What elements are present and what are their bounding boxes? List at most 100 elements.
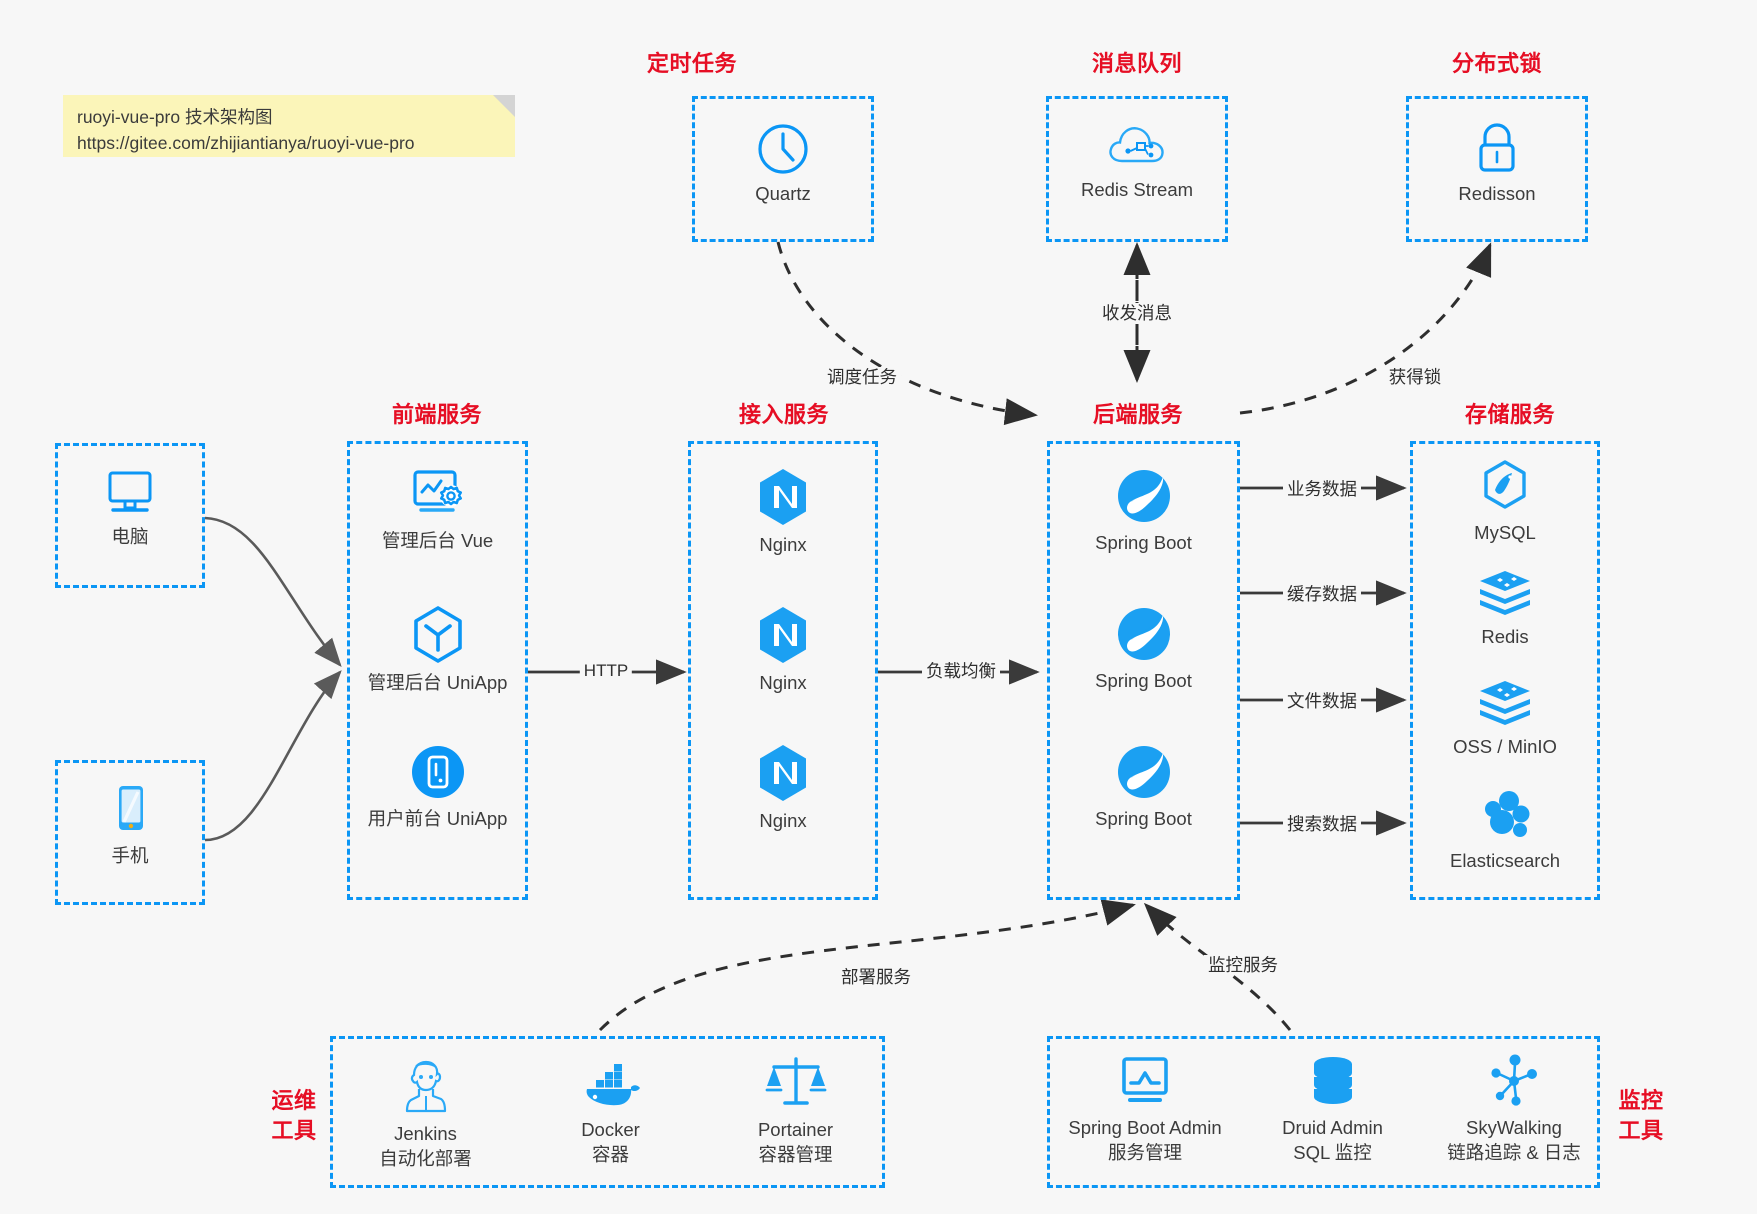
cloud-stream-icon (1109, 127, 1164, 163)
node-portainer[interactable]: Portainer 容器管理 (703, 1053, 888, 1167)
spring-boot-icon (1117, 470, 1170, 522)
node-redis[interactable]: Redis (1413, 568, 1597, 649)
node-label: Redis Stream (1080, 179, 1194, 200)
group-box-storage[interactable]: MySQL Redis OSS / MinIO (1410, 441, 1600, 900)
node-spring-boot-1[interactable]: Spring Boot (1050, 466, 1237, 555)
group-title-monitoring-line1: 监控 (1618, 1088, 1664, 1113)
node-mysql[interactable]: MySQL (1413, 458, 1597, 545)
node-user-uniapp[interactable]: 用户前台 UniApp (350, 742, 525, 831)
edge-label-load-balance: 负载均衡 (922, 661, 1000, 681)
node-label: Nginx (759, 810, 807, 831)
edge-label-monitor-service: 监控服务 (1204, 955, 1282, 975)
nginx-icon (760, 469, 806, 525)
node-redis-stream[interactable]: Redis Stream (1049, 121, 1225, 202)
group-box-devops[interactable]: Jenkins 自动化部署 Docker 容器 (330, 1036, 885, 1188)
monitor-chart-icon (1122, 1057, 1168, 1102)
edge-label-acquire-lock: 获得锁 (1384, 367, 1446, 387)
group-title-devops: 运维 工具 (264, 1086, 324, 1146)
scales-icon (765, 1057, 826, 1105)
node-nginx-2[interactable]: Nginx (691, 604, 875, 695)
node-quartz[interactable]: Quartz (695, 121, 871, 206)
group-box-distributed-lock[interactable]: Redisson (1406, 96, 1588, 242)
group-box-client-mobile[interactable]: 手机 (55, 760, 205, 905)
node-label: Spring Boot (1095, 808, 1192, 829)
node-label: Druid Admin (1282, 1117, 1383, 1138)
node-mobile-phone[interactable]: 手机 (58, 781, 202, 868)
node-jenkins[interactable]: Jenkins 自动化部署 (333, 1055, 518, 1171)
elasticsearch-icon (1485, 791, 1530, 837)
node-desktop[interactable]: 电脑 (58, 464, 202, 549)
group-box-scheduler[interactable]: Quartz (692, 96, 874, 242)
node-label: OSS / MinIO (1453, 736, 1557, 757)
node-docker[interactable]: Docker 容器 (518, 1061, 703, 1167)
jenkins-icon (405, 1060, 446, 1113)
dashboard-gear-icon (412, 470, 462, 512)
edge-label-search-data: 搜索数据 (1283, 814, 1361, 834)
spring-boot-icon (1117, 608, 1170, 660)
node-druid-admin[interactable]: Druid Admin SQL 监控 (1240, 1053, 1425, 1165)
spring-boot-icon (1117, 746, 1170, 798)
group-box-monitoring[interactable]: Spring Boot Admin 服务管理 Druid Admin SQL 监… (1047, 1036, 1600, 1188)
node-label: Elasticsearch (1449, 850, 1560, 871)
node-label: 用户前台 UniApp (367, 808, 508, 829)
node-sublabel: 容器管理 (758, 1144, 833, 1165)
group-title-storage: 存储服务 (1464, 402, 1555, 427)
group-box-frontend[interactable]: 管理后台 Vue 管理后台 UniApp 用户前台 UniApp (347, 441, 528, 900)
node-label: Spring Boot Admin (1068, 1117, 1222, 1138)
node-label: Spring Boot (1095, 532, 1192, 553)
node-label: Nginx (759, 672, 807, 693)
node-sublabel: 链路追踪 & 日志 (1447, 1142, 1581, 1163)
node-admin-uniapp[interactable]: 管理后台 UniApp (350, 604, 525, 695)
node-elasticsearch[interactable]: Elasticsearch (1413, 788, 1597, 873)
group-title-devops-line1: 运维 (271, 1088, 317, 1113)
edge-label-send-receive-message: 收发消息 (1098, 303, 1176, 323)
group-box-message-queue[interactable]: Redis Stream (1046, 96, 1228, 242)
edge-label-business-data: 业务数据 (1283, 479, 1361, 499)
node-label: Portainer (757, 1119, 834, 1140)
node-label: Docker (581, 1119, 640, 1140)
group-title-gateway: 接入服务 (738, 402, 829, 427)
redis-icon (1480, 571, 1530, 615)
mobile-circle-icon (411, 746, 464, 798)
group-box-gateway[interactable]: Nginx Nginx Nginx (688, 441, 878, 900)
group-box-backend[interactable]: Spring Boot Spring Boot Spring Boot (1047, 441, 1240, 900)
phone-icon (119, 786, 143, 830)
node-label: 电脑 (111, 526, 149, 547)
node-label: Nginx (759, 534, 807, 555)
group-title-message-queue: 消息队列 (1091, 51, 1182, 76)
node-sublabel: SQL 监控 (1293, 1142, 1372, 1163)
desktop-icon (108, 471, 152, 512)
group-title-monitoring-line2: 工具 (1618, 1118, 1664, 1143)
node-sublabel: 容器 (591, 1144, 629, 1165)
node-label: MySQL (1474, 522, 1536, 543)
note-url: https://gitee.com/zhijiantianya/ruoyi-vu… (77, 133, 415, 153)
node-label: 管理后台 Vue (381, 530, 494, 551)
group-box-client-pc[interactable]: 电脑 (55, 443, 205, 588)
oss-icon (1480, 681, 1530, 725)
edge-label-deploy-service: 部署服务 (837, 967, 915, 987)
node-oss-minio[interactable]: OSS / MinIO (1413, 678, 1597, 759)
node-spring-boot-admin[interactable]: Spring Boot Admin 服务管理 (1050, 1053, 1240, 1165)
group-title-frontend: 前端服务 (391, 402, 482, 427)
node-label: Jenkins (394, 1123, 457, 1144)
node-nginx-1[interactable]: Nginx (691, 466, 875, 557)
node-label: Redis (1481, 626, 1529, 647)
note-fold-corner (493, 95, 515, 117)
node-skywalking[interactable]: SkyWalking 链路追踪 & 日志 (1425, 1053, 1603, 1165)
cube-icon (413, 606, 462, 663)
nginx-icon (760, 607, 806, 663)
docker-icon (586, 1064, 640, 1106)
node-nginx-3[interactable]: Nginx (691, 742, 875, 833)
skywalking-icon (1491, 1054, 1537, 1106)
database-icon (1313, 1057, 1352, 1104)
node-spring-boot-3[interactable]: Spring Boot (1050, 742, 1237, 831)
clock-icon (758, 124, 808, 174)
nginx-icon (760, 745, 806, 801)
node-redisson[interactable]: Redisson (1409, 119, 1585, 206)
node-admin-vue[interactable]: 管理后台 Vue (350, 466, 525, 553)
edge-label-schedule-task: 调度任务 (823, 367, 901, 387)
node-label: Redisson (1458, 183, 1536, 204)
node-spring-boot-2[interactable]: Spring Boot (1050, 604, 1237, 693)
group-title-backend: 后端服务 (1092, 402, 1183, 427)
